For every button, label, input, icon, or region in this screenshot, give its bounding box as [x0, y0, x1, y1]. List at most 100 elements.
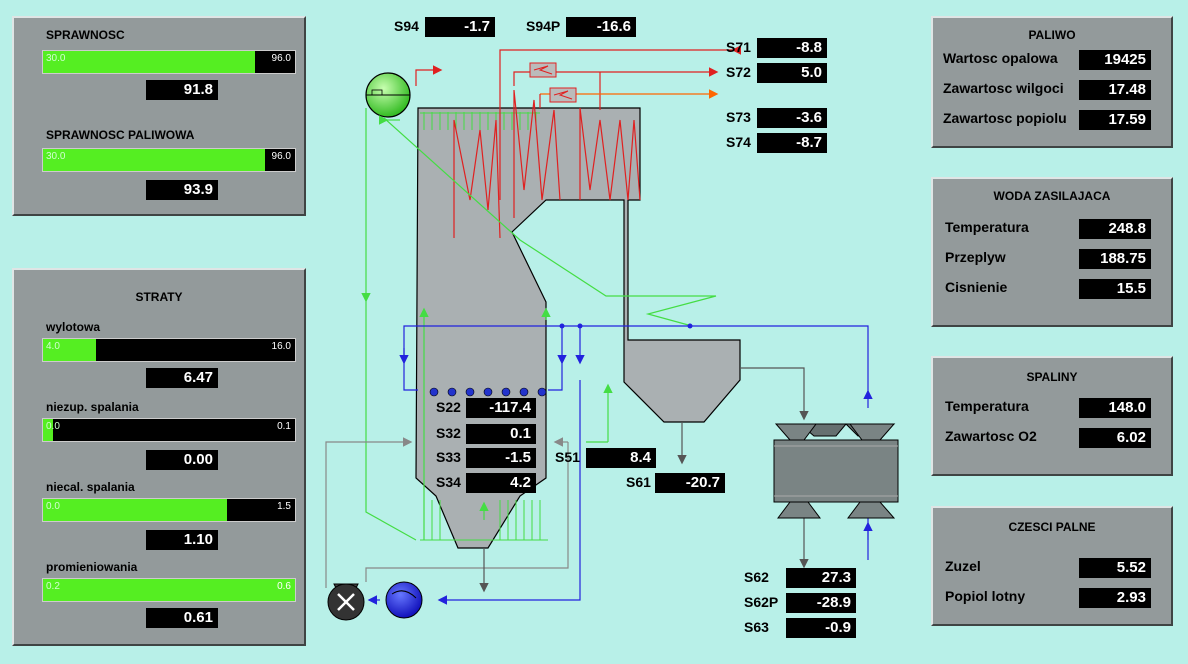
fuel-efficiency-bar-fill	[43, 149, 265, 171]
loss-label-incomplete: niezup. spalania	[46, 400, 139, 414]
efficiency-bar-min: 30.0	[46, 53, 66, 64]
flue-gas-temperature-label: Temperatura	[945, 398, 1029, 414]
loss-bar-unburned-fill	[43, 499, 227, 521]
loss-bar-radiation-max: 0.6	[277, 581, 291, 592]
fuel-title: PALIWO	[1028, 28, 1076, 42]
loss-bar-incomplete-min: 0.0	[46, 421, 60, 432]
loss-bar-incomplete-max: 0.1	[277, 421, 291, 432]
combustibles-slag-value: 5.52	[1079, 558, 1151, 578]
loss-bar-radiation-fill	[43, 579, 295, 601]
feedwater-pressure-label: Cisnienie	[945, 279, 1008, 295]
sensor-s62-value: 27.3	[786, 568, 856, 588]
loss-bar-unburned: 0.0 1.5	[42, 498, 296, 522]
sensor-s51-tag: S51	[555, 449, 580, 465]
sensor-s22-value: -117.4	[466, 398, 536, 418]
loss-bar-exhaust-fill	[43, 339, 96, 361]
fuel-panel: PALIWO Wartosc opalowa 19425 Zawartosc w…	[931, 16, 1173, 148]
loss-bar-incomplete: 0.0 0.1	[42, 418, 296, 442]
feedwater-temperature-value: 248.8	[1079, 219, 1151, 239]
efficiency-bar-max: 96.0	[271, 53, 291, 64]
feedwater-flow-value: 188.75	[1079, 249, 1151, 269]
sensor-s73-tag: S73	[726, 109, 751, 125]
sensor-s71-value: -8.8	[757, 38, 827, 58]
sensor-s63-value: -0.9	[786, 618, 856, 638]
loss-value-unburned: 1.10	[146, 530, 218, 550]
sensor-s71-tag: S71	[726, 39, 751, 55]
superheater-coils	[453, 89, 641, 239]
loss-value-radiation: 0.61	[146, 608, 218, 628]
sensor-s94-value: -1.7	[425, 17, 495, 37]
sensor-s74-tag: S74	[726, 134, 751, 150]
loss-label-unburned: niecal. spalania	[46, 480, 135, 494]
sensor-s22-tag: S22	[436, 399, 461, 415]
flue-gas-o2-label: Zawartosc O2	[945, 428, 1037, 444]
burner-nozzles	[429, 387, 547, 397]
sensor-s32-value: 0.1	[466, 424, 536, 444]
losses-title: STRATY	[135, 290, 183, 304]
fuel-moisture-value: 17.48	[1079, 80, 1151, 100]
sensor-s51-value: 8.4	[586, 448, 656, 468]
fuel-efficiency-bar-max: 96.0	[271, 151, 291, 162]
sensor-s62p-value: -28.9	[786, 593, 856, 613]
loss-bar-exhaust-max: 16.0	[271, 341, 291, 352]
loss-bar-unburned-min: 0.0	[46, 501, 60, 512]
sensor-s33-tag: S33	[436, 449, 461, 465]
flue-gas-lines	[479, 367, 809, 593]
sensor-s62p-tag: S62P	[744, 594, 779, 610]
loss-value-exhaust: 6.47	[146, 368, 218, 388]
sensor-s94p-value: -16.6	[566, 17, 636, 37]
flue-gas-temperature-value: 148.0	[1079, 398, 1151, 418]
loss-label-exhaust: wylotowa	[46, 320, 101, 334]
fuel-efficiency-title: SPRAWNOSC PALIWOWA	[46, 128, 195, 142]
sensor-s34-tag: S34	[436, 474, 461, 490]
sensor-s72-tag: S72	[726, 64, 751, 80]
loss-bar-unburned-max: 1.5	[277, 501, 291, 512]
attemperator-1	[529, 62, 557, 78]
sensor-s74-value: -8.7	[757, 133, 827, 153]
fan-icon	[385, 581, 423, 619]
sensor-s61-value: -20.7	[655, 473, 725, 493]
hopper-tubes	[420, 500, 548, 541]
fuel-moisture-label: Zawartosc wilgoci	[943, 80, 1064, 96]
attemperator-2	[549, 87, 577, 103]
sensor-s73-value: -3.6	[757, 108, 827, 128]
air-heater-icon	[773, 423, 899, 519]
coal-mill-icon	[327, 583, 365, 621]
feedwater-temperature-label: Temperatura	[945, 219, 1029, 235]
efficiency-bar-fill	[43, 51, 255, 73]
feedwater-panel: WODA ZASILAJACA Temperatura 248.8 Przepl…	[931, 177, 1173, 327]
loss-label-radiation: promieniowania	[46, 560, 138, 574]
feedwater-flow-label: Przeplyw	[945, 249, 1006, 265]
loss-bar-radiation: 0.2 0.6	[42, 578, 296, 602]
sensor-s34-value: 4.2	[466, 473, 536, 493]
combustibles-panel: CZESCI PALNE Zuzel 5.52 Popiol lotny 2.9…	[931, 506, 1173, 626]
sensor-s94-tag: S94	[394, 18, 419, 34]
feedwater-pressure-value: 15.5	[1079, 279, 1151, 299]
air-lines	[399, 325, 873, 605]
sensor-s94p-tag: S94P	[526, 18, 561, 34]
loss-bar-incomplete-fill	[43, 419, 54, 441]
flue-gas-title: SPALINY	[1026, 370, 1078, 384]
fuel-lines	[325, 437, 569, 588]
fuel-ash-label: Zawartosc popiolu	[943, 110, 1067, 126]
sensor-s72-value: 5.0	[757, 63, 827, 83]
losses-panel: STRATY wylotowa 4.0 16.0 6.47 niezup. sp…	[12, 268, 306, 646]
combustibles-title: CZESCI PALNE	[1008, 520, 1096, 534]
fuel-efficiency-value: 93.9	[146, 180, 218, 200]
combustibles-flyash-label: Popiol lotny	[945, 588, 1026, 604]
combustibles-flyash-value: 2.93	[1079, 588, 1151, 608]
efficiency-value: 91.8	[146, 80, 218, 100]
flue-gas-o2-value: 6.02	[1079, 428, 1151, 448]
fuel-efficiency-bar-min: 30.0	[46, 151, 66, 162]
fuel-calorific-label: Wartosc opalowa	[943, 50, 1058, 66]
sensor-s62-tag: S62	[744, 569, 769, 585]
flue-gas-panel: SPALINY Temperatura 148.0 Zawartosc O2 6…	[931, 356, 1173, 476]
sensor-s32-tag: S32	[436, 425, 461, 441]
feedwater-title: WODA ZASILAJACA	[993, 189, 1111, 203]
combustibles-slag-label: Zuzel	[945, 558, 981, 574]
loss-value-incomplete: 0.00	[146, 450, 218, 470]
loss-bar-exhaust: 4.0 16.0	[42, 338, 296, 362]
fuel-ash-value: 17.59	[1079, 110, 1151, 130]
efficiency-bar: 30.0 96.0	[42, 50, 296, 74]
